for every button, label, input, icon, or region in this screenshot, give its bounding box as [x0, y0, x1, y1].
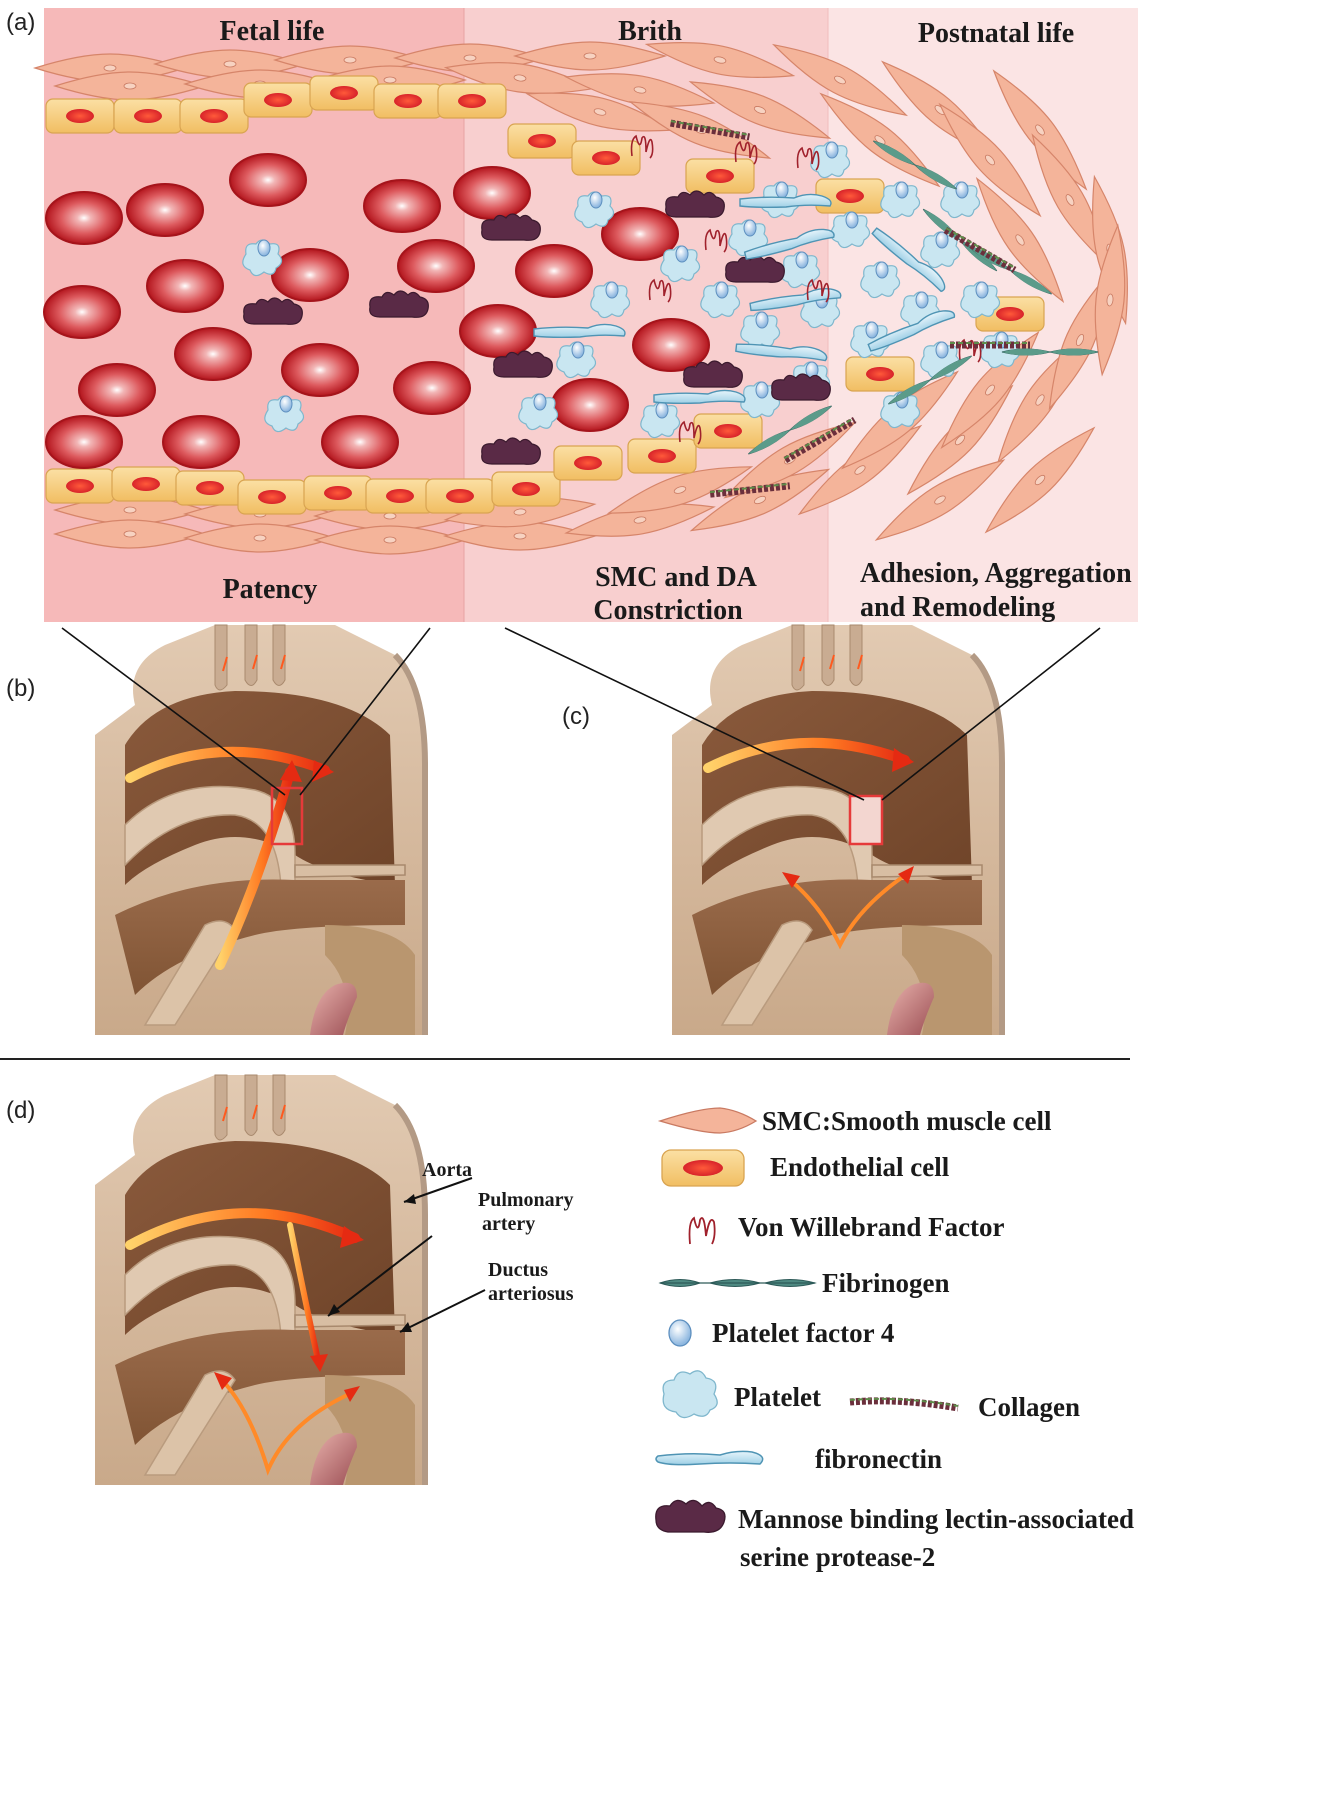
stage-caption-fetal: Patency: [223, 574, 318, 605]
legend-label-endothelial: Endothelial cell: [770, 1152, 950, 1182]
stage-title-postnatal: Postnatal life: [918, 18, 1074, 49]
smc-icon: [657, 1107, 758, 1134]
legend-label-platelet: Platelet: [734, 1382, 821, 1412]
panel-c-tag: (c): [562, 703, 590, 730]
heart-illustration-c: [672, 625, 1012, 1035]
legend-label-pf4: Platelet factor 4: [712, 1318, 894, 1348]
panel-a: (a): [6, 8, 1140, 626]
ductus-highlight-b: [270, 786, 304, 846]
panel-b-tag: (b): [6, 675, 35, 702]
platelet-factor-4-icon: [668, 1319, 692, 1347]
panel-d-tag: (d): [6, 1097, 35, 1124]
fibronectin-icon: [655, 1450, 764, 1466]
legend-label-smc: SMC:Smooth muscle cell: [762, 1106, 1052, 1136]
legend-item-endothelial: Endothelial cell: [661, 1149, 950, 1187]
legend: SMC:Smooth muscle cell Endothelial cell …: [655, 1106, 1134, 1572]
von-willebrand-factor-icon: [688, 1216, 716, 1245]
heart-illustration-d: [95, 1075, 435, 1485]
legend-label-fibrinogen: Fibrinogen: [822, 1268, 950, 1298]
legend-item-smc: SMC:Smooth muscle cell: [657, 1106, 1052, 1136]
label-ductus-line1: Ductus: [488, 1259, 548, 1281]
masp2-icon: [655, 1499, 726, 1533]
legend-label-fibronectin: fibronectin: [815, 1444, 942, 1474]
stage-caption-birth-line1: SMC and DA: [595, 562, 758, 593]
legend-item-fibrinogen: Fibrinogen: [658, 1268, 950, 1298]
stage-title-fetal: Fetal life: [220, 16, 325, 47]
panel-a-tag: (a): [6, 9, 35, 36]
endothelial-cell-icon: [661, 1149, 745, 1187]
label-pulmonary-line2: artery: [482, 1213, 535, 1235]
panel-c: (c): [504, 625, 1101, 1035]
legend-label-collagen: Collagen: [978, 1392, 1080, 1422]
legend-item-fibronectin: fibronectin: [655, 1444, 942, 1474]
label-pulmonary-line1: Pulmonary: [478, 1189, 574, 1211]
platelet-icon: [662, 1370, 718, 1419]
legend-item-collagen: Collagen: [849, 1392, 1080, 1422]
stage-caption-birth-line2: Constriction: [593, 595, 743, 626]
collagen-icon: [849, 1397, 959, 1412]
legend-item-platelet: Platelet: [662, 1370, 821, 1419]
panel-b: (b): [6, 625, 435, 1035]
stage-title-birth: Brith: [618, 16, 682, 47]
ductus-highlight-c: [848, 794, 884, 846]
legend-item-masp2: Mannose binding lectin-associated serine…: [655, 1499, 1134, 1572]
stage-caption-postnatal-line1: Adhesion, Aggregation: [860, 558, 1132, 589]
fibrinogen-icon: [658, 1279, 817, 1287]
legend-label-masp2-line2: serine protease-2: [740, 1542, 935, 1572]
legend-label-masp2-line1: Mannose binding lectin-associated: [738, 1504, 1134, 1534]
legend-item-vwf: Von Willebrand Factor: [688, 1212, 1005, 1245]
stage-caption-postnatal-line2: and Remodeling: [860, 592, 1055, 623]
panel-d: (d) Aorta Pulmonary artery Ductus arteri…: [6, 1075, 574, 1485]
label-ductus-line2: arteriosus: [488, 1283, 574, 1305]
label-aorta: Aorta: [422, 1159, 472, 1181]
legend-item-pf4: Platelet factor 4: [668, 1318, 894, 1348]
legend-label-vwf: Von Willebrand Factor: [738, 1212, 1005, 1242]
